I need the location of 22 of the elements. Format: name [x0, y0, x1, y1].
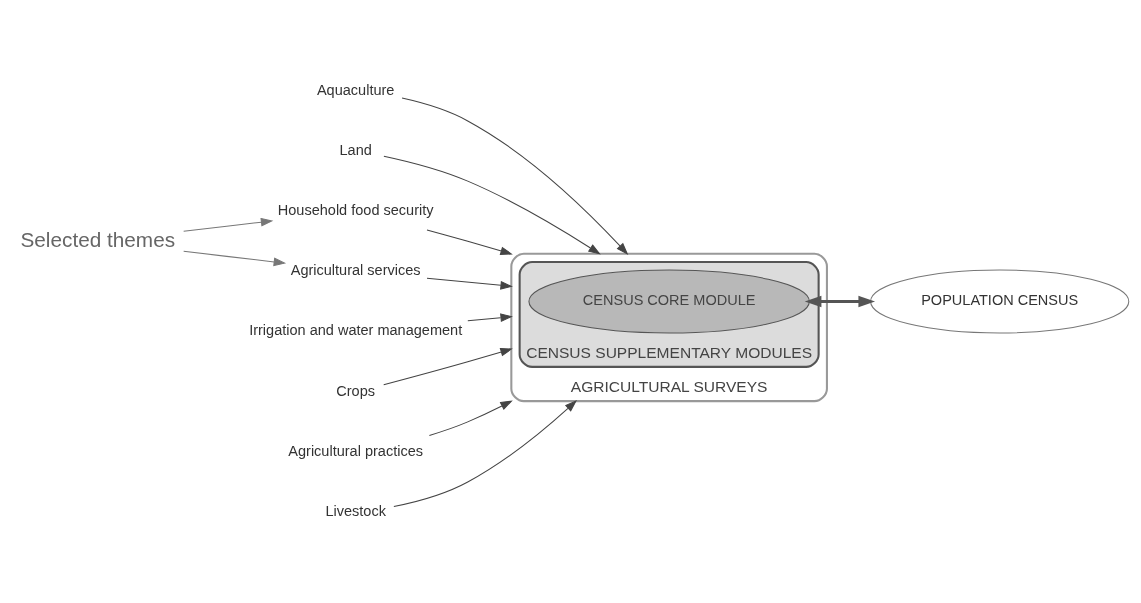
node-text: Agricultural practices: [288, 442, 424, 459]
node-text: Household food security: [277, 202, 434, 219]
arrow: [183, 217, 274, 232]
arrow: [401, 97, 629, 255]
node-ellipse: POPULATION CENSUS: [870, 269, 1130, 334]
arrow: [426, 277, 513, 290]
arrow: [426, 229, 513, 256]
arrow: [383, 347, 513, 386]
node-text: Livestock: [325, 503, 386, 520]
arrow: [428, 400, 513, 436]
arrow: [183, 250, 287, 267]
node-text: Aquaculture: [316, 81, 395, 98]
arrow: [383, 155, 601, 255]
arrow: [804, 295, 876, 308]
arrow: [393, 400, 578, 508]
node-text: Agricultural services: [290, 262, 421, 279]
arrow: [467, 313, 513, 323]
node-text: Land: [339, 141, 372, 158]
node-text: Selected themes: [20, 227, 176, 251]
node-text: Crops: [336, 382, 376, 399]
node-text: Irrigation and water management: [249, 322, 463, 339]
node-ellipse: CENSUS CORE MODULE: [528, 269, 810, 334]
